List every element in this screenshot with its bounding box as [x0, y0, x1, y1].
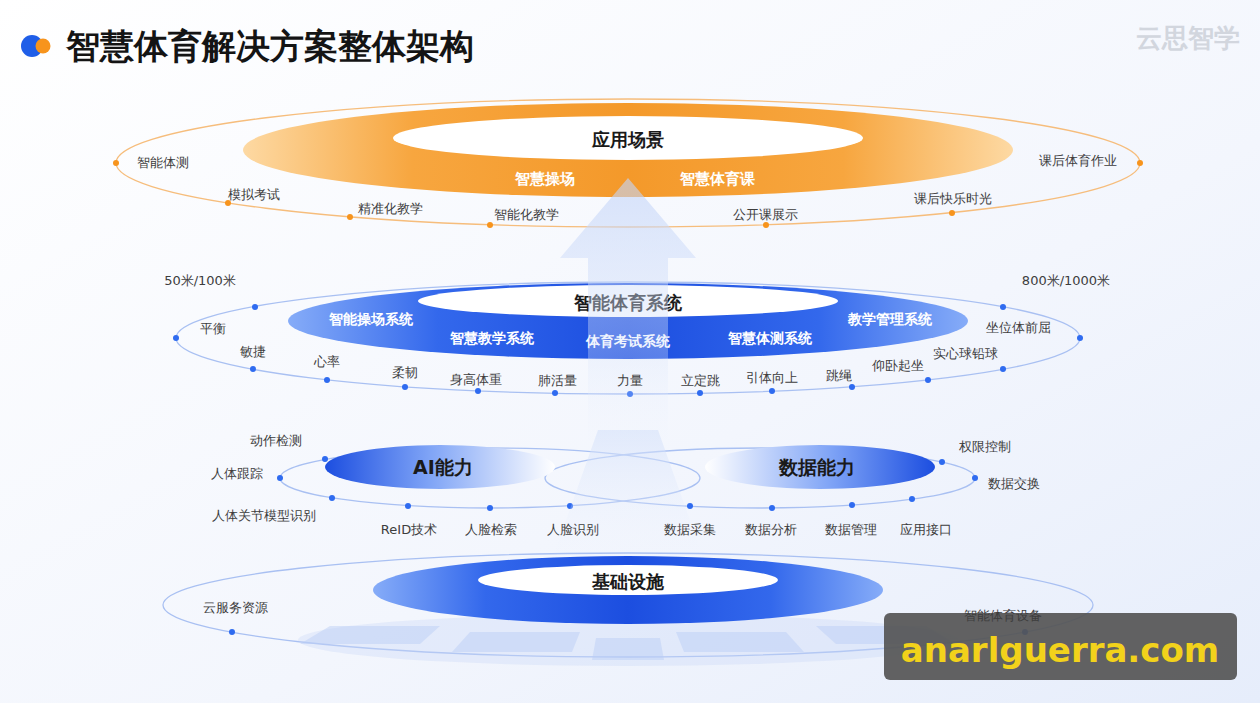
ring-label: 数据采集 — [664, 523, 716, 537]
ring-label: 公开课展示 — [733, 208, 798, 222]
band-ellipse — [288, 283, 968, 359]
band-title: 数据能力 — [779, 457, 855, 478]
ring-label: 云服务资源 — [203, 601, 268, 615]
ring-label: 课后体育作业 — [1039, 154, 1117, 168]
band-title: 智能体育系统 — [574, 293, 682, 313]
ring-label: 跳绳 — [826, 369, 852, 383]
light-cone — [552, 430, 704, 560]
ring-label: 50米/100米 — [164, 274, 236, 288]
ring-label: 引体向上 — [746, 371, 798, 385]
ring-label: 数据分析 — [745, 523, 797, 537]
floor-stripes — [300, 626, 956, 660]
ring-label: 应用接口 — [900, 523, 952, 537]
layer-band: 基础设施 — [373, 556, 883, 624]
band-item: 智慧教学系统 — [450, 331, 534, 346]
band-item: 智慧操场 — [515, 171, 575, 188]
ring-label: 坐位体前屈 — [986, 321, 1051, 335]
band-ellipse — [478, 565, 778, 595]
layer-band: 应用场景智慧操场 智慧体育课 — [243, 103, 1013, 197]
band-shape — [243, 103, 1013, 197]
up-arrow — [560, 178, 696, 440]
layer-band: 智能体育系统智能操场系统智慧教学系统 体育考试系统 智慧体测系统 教学管理系统 — [288, 283, 968, 359]
ring-label: 数据交换 — [988, 477, 1040, 491]
ring-label: 平衡 — [200, 322, 226, 336]
band-ellipse — [325, 445, 555, 489]
band-item: 体育考试系统 — [586, 334, 670, 349]
ring-label: 肺活量 — [538, 374, 577, 388]
ring-label: 人体跟踪 — [211, 467, 263, 481]
band-title: 应用场景 — [592, 130, 664, 150]
ring-label: 权限控制 — [959, 440, 1011, 454]
ring-label: 力量 — [617, 374, 643, 388]
title-icon — [36, 39, 51, 54]
site-watermark: anarlguerra.com — [901, 632, 1219, 669]
band-item: 智能操场系统 — [329, 312, 413, 327]
watermark-box — [884, 613, 1237, 680]
ring-label: 人脸识别 — [547, 523, 599, 537]
layer-band: AI能力 — [325, 445, 555, 489]
ring-label: 人体关节模型识别 — [212, 509, 316, 523]
ring-label: 柔韧 — [392, 366, 418, 380]
band-ellipse — [393, 116, 863, 160]
band-ellipse — [418, 285, 838, 317]
ring-label: 实心球铅球 — [933, 347, 998, 361]
ring-label: 数据管理 — [825, 523, 877, 537]
layer-band: 数据能力 — [705, 445, 935, 489]
ring-label: 智能体测 — [137, 156, 189, 170]
ring-label: 动作检测 — [250, 434, 302, 448]
band-title: AI能力 — [413, 457, 473, 478]
ring-label: 智能体育设备 — [964, 609, 1042, 623]
band-ellipse — [243, 103, 1013, 197]
ring-label: 仰卧起坐 — [872, 359, 924, 373]
ring-label: 立定跳 — [681, 374, 720, 388]
band-ellipse — [373, 556, 883, 624]
band-item: 教学管理系统 — [848, 312, 932, 327]
ring-label: 身高体重 — [450, 373, 502, 387]
ring-label: 800米/1000米 — [1022, 274, 1110, 288]
band-item: 智慧体育课 — [680, 171, 755, 188]
brand-watermark: 云思智学 — [1136, 24, 1240, 53]
ring-label: ReID技术 — [381, 523, 437, 537]
band-item: 智慧体测系统 — [728, 331, 812, 346]
orbit-ring — [176, 282, 1080, 394]
band-title: 基础设施 — [592, 572, 664, 592]
ring-label: 敏捷 — [240, 345, 266, 359]
ring-label: 课后快乐时光 — [914, 192, 992, 206]
ring-label: 人脸检索 — [465, 523, 517, 537]
ring-label: 模拟考试 — [228, 188, 280, 202]
ring-label: 精准化教学 — [358, 202, 423, 216]
ring-label: 心率 — [314, 355, 340, 369]
band-ellipse — [705, 445, 935, 489]
diagram-title: 智慧体育解决方案整体架构 — [66, 26, 474, 67]
orbit-ring — [116, 99, 1140, 227]
title-icon — [21, 35, 43, 57]
ring-label: 智能化教学 — [494, 208, 559, 222]
